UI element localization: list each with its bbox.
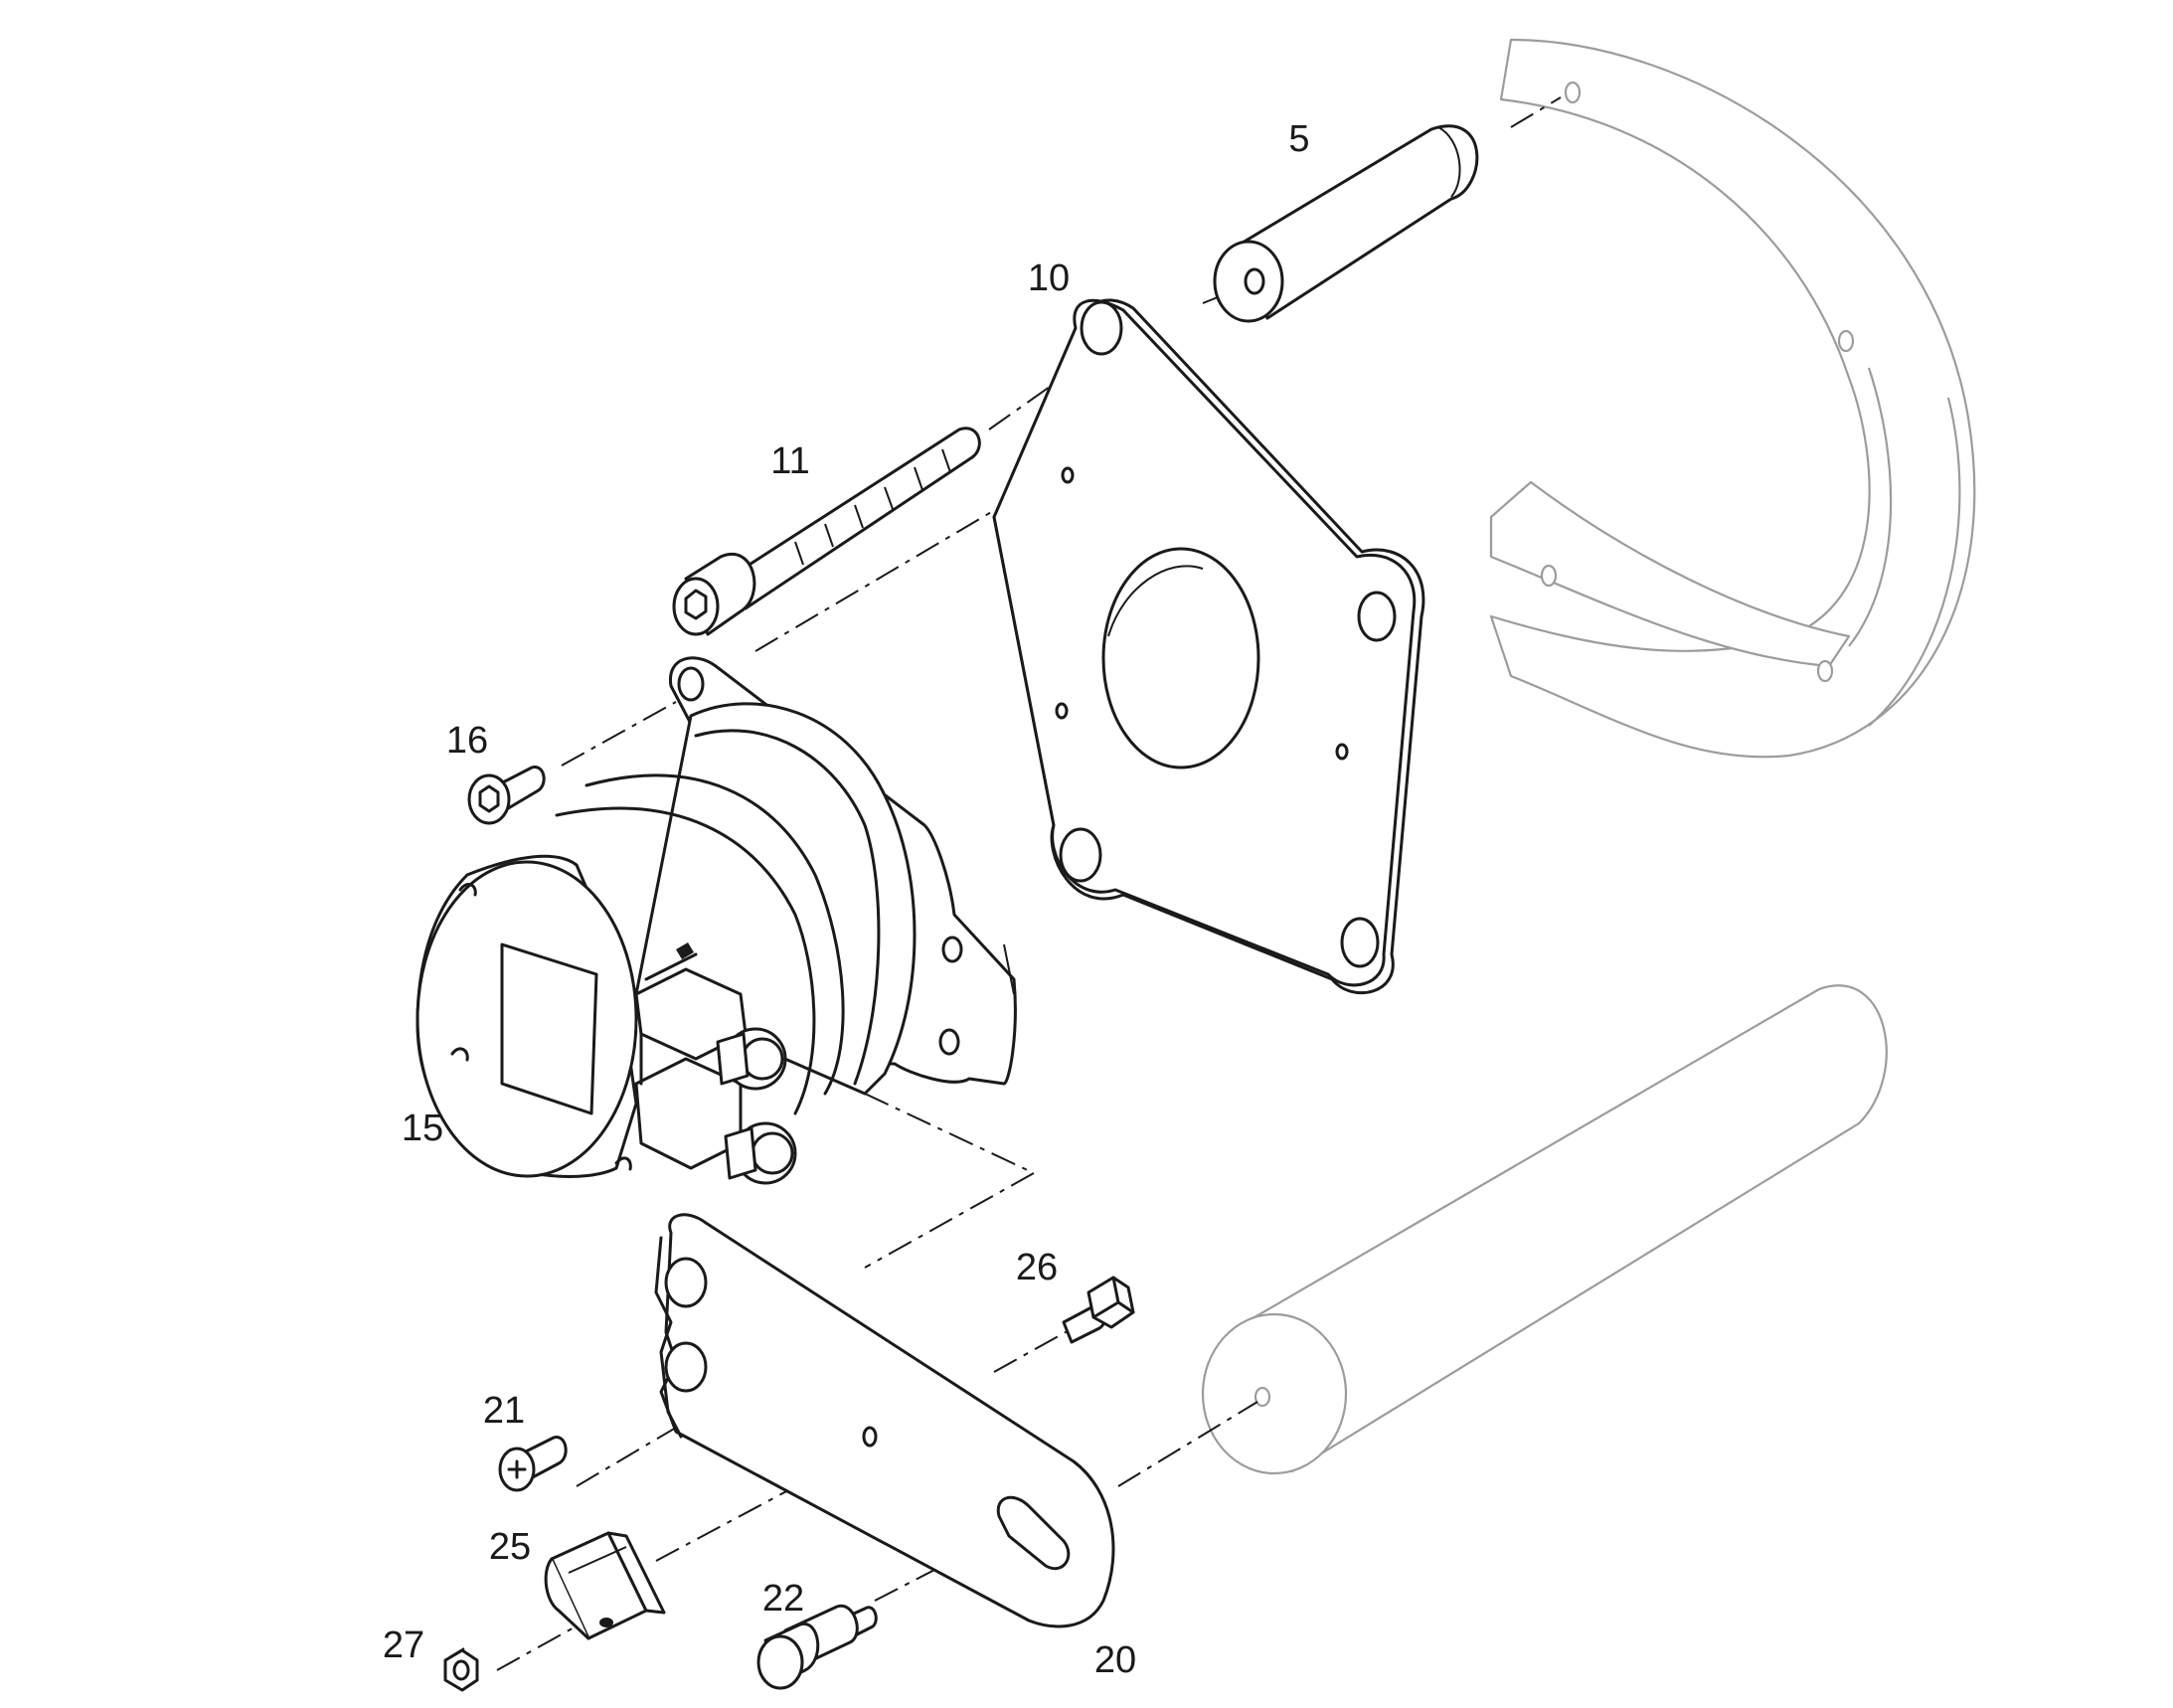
bracket-plate-part-20 xyxy=(654,1213,1115,1628)
callout-part-15: 15 xyxy=(402,1108,443,1149)
callout-labels: 5 10 11 15 16 20 21 22 25 26 27 xyxy=(383,118,1310,1681)
bolt-part-26 xyxy=(1062,1276,1135,1344)
callout-part-11: 11 xyxy=(770,440,809,482)
callout-part-21: 21 xyxy=(483,1390,525,1432)
screw-part-21 xyxy=(498,1436,568,1492)
callout-part-10: 10 xyxy=(1028,257,1070,299)
screw-part-22 xyxy=(756,1604,878,1690)
roller-ghost xyxy=(1201,984,1888,1475)
long-bolt-part-11 xyxy=(672,427,981,636)
adapter-plate-part-10 xyxy=(992,298,1425,995)
mounting-ring-ghost xyxy=(1489,38,1976,759)
callout-part-26: 26 xyxy=(1016,1247,1058,1288)
callout-part-5: 5 xyxy=(1288,118,1309,160)
callout-part-22: 22 xyxy=(762,1578,804,1620)
callout-part-20: 20 xyxy=(1094,1639,1136,1681)
connector-block xyxy=(634,942,797,1185)
screw-part-16 xyxy=(467,766,546,825)
nut-part-27 xyxy=(443,1647,479,1692)
callout-part-25: 25 xyxy=(489,1526,531,1568)
spacer-tube-part-5 xyxy=(1213,124,1479,323)
callout-part-27: 27 xyxy=(383,1624,424,1666)
clip-part-25 xyxy=(544,1531,666,1640)
encoder-housing-part-15 xyxy=(416,656,1017,1185)
callout-part-16: 16 xyxy=(446,720,488,762)
